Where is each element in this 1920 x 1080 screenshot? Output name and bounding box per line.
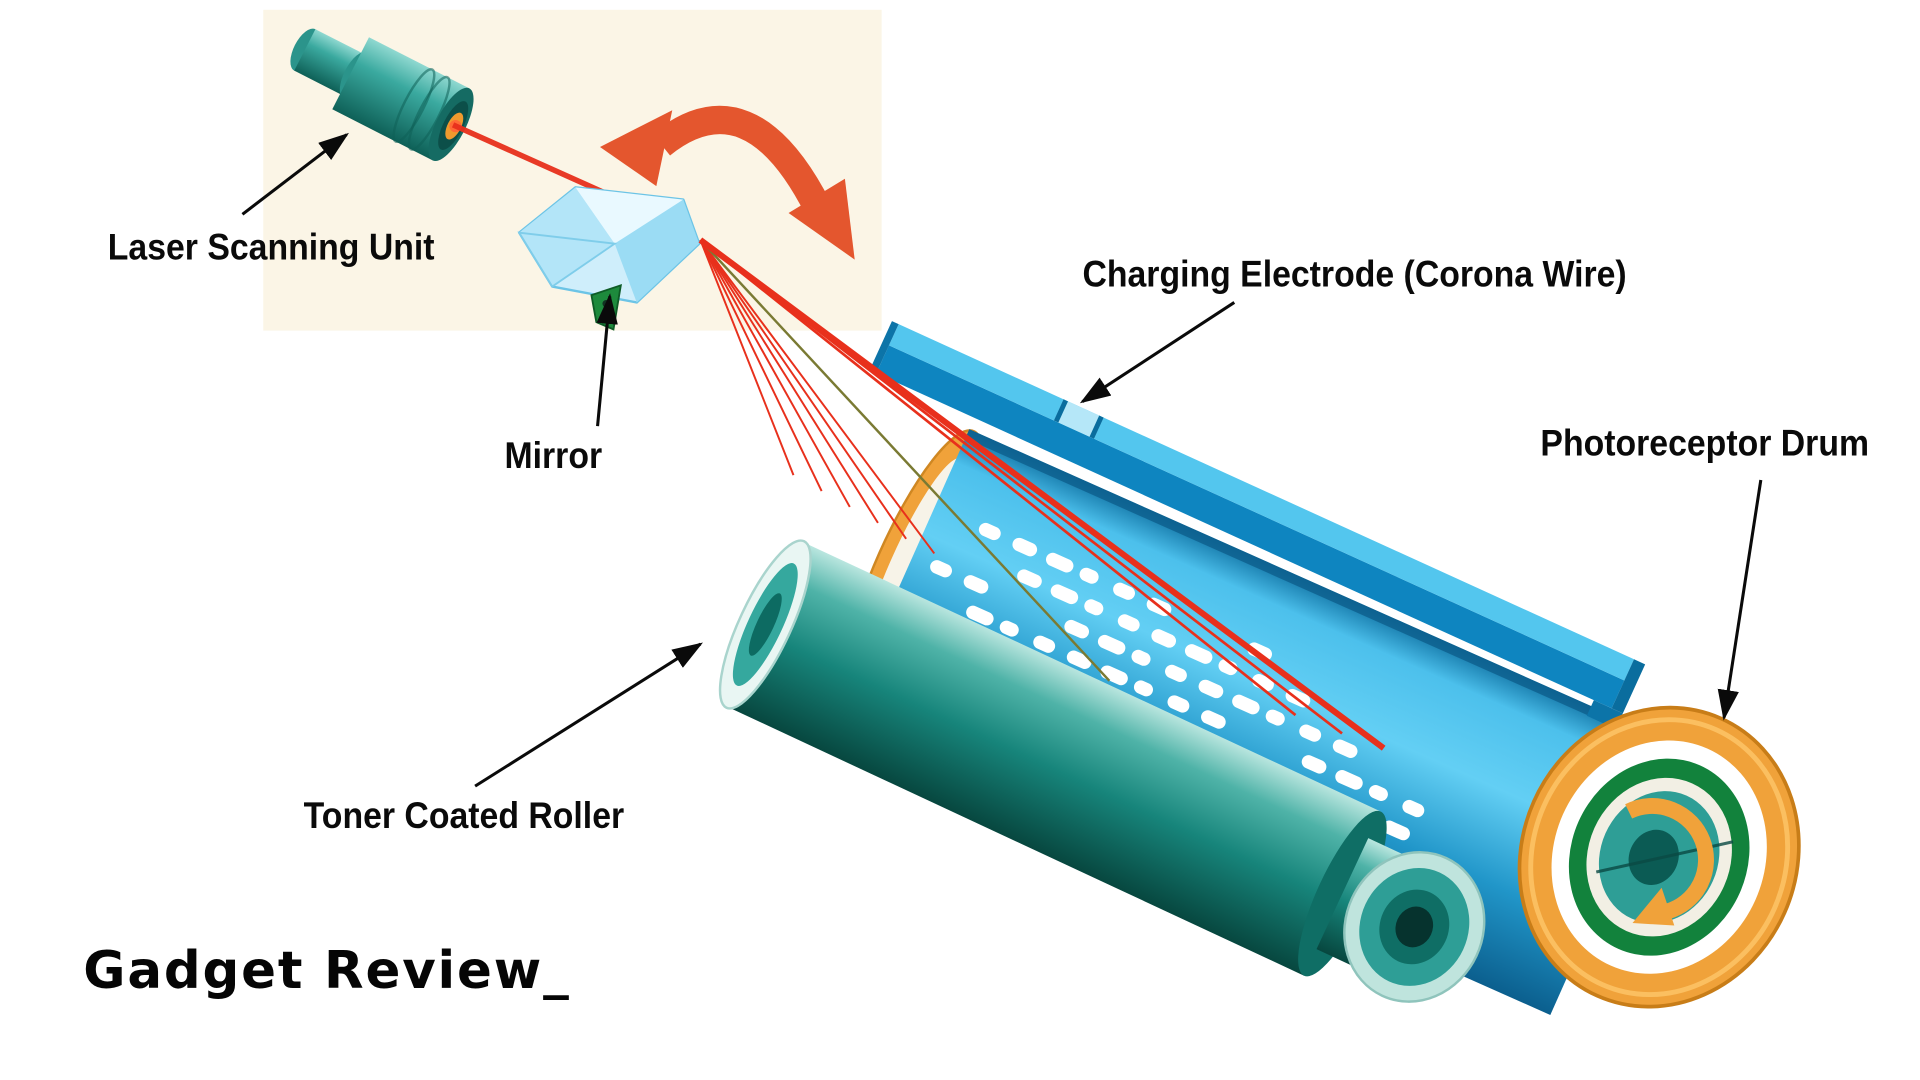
pointer-toner-roller [474,642,703,788]
electrode-gap-tick [1053,399,1068,423]
sweep-arc [652,106,831,215]
laser-ridge [392,68,436,144]
pointer-charging-electrode [1079,301,1236,404]
label-photoreceptor-drum: Photoreceptor Drum [1540,423,1870,465]
electrode-front-face [876,345,1625,709]
mirror-facet [575,187,684,244]
sweep-arrowhead-left-icon [600,110,673,187]
pointer-laser-scanning-unit [241,132,349,216]
beam-ray [699,239,795,476]
drum-end-highlight [1528,717,1791,998]
beam-ray-main [698,237,1386,751]
electrode-right-end [1611,659,1646,714]
mirror-facet-edge [517,231,618,288]
label-mirror: Mirror [504,435,603,477]
beam-ray [699,239,936,555]
beam-ray-shadow [699,239,1111,682]
roller-left-cap-core [748,593,782,656]
electrode-gap-tick [1089,415,1104,439]
drum-end-hole [1628,829,1679,885]
hub-hole [1395,906,1434,948]
pointer-photoreceptor-drum [1717,479,1763,721]
brand-logo: Gadget Review_ [83,940,571,1001]
label-charging-electrode: Charging Electrode (Corona Wire) [1082,254,1627,296]
label-laser-scanning-unit: Laser Scanning Unit [107,227,435,269]
sweep-arrowhead-right-icon [788,178,855,260]
pointer-mirror [596,293,618,427]
electrode-gap [1053,399,1104,439]
drum-body [847,429,1672,1015]
mirror-facet [614,199,700,303]
pointer-arrows [241,132,1763,788]
laser-beam-fan [698,237,1386,751]
beam-ray [699,239,879,524]
roller-body [727,542,1381,976]
drum-top-edge [965,429,1672,751]
mirror-prism [517,186,701,304]
beam-ray [699,238,1297,717]
drum-rotation-arrowhead-icon [1632,887,1675,926]
drum-rotation-arrow [1625,798,1714,920]
beam-ray [699,239,823,492]
mirror-facet [519,187,615,287]
roller-hub-face [1343,851,1486,1003]
beam-ray [699,239,907,540]
beam-ray [699,239,851,508]
scan-sweep-arrow [600,106,855,260]
electrode-left-end [869,321,899,374]
drum-end-face [1517,705,1801,1009]
label-toner-coated-roller: Toner Coated Roller [303,795,625,837]
